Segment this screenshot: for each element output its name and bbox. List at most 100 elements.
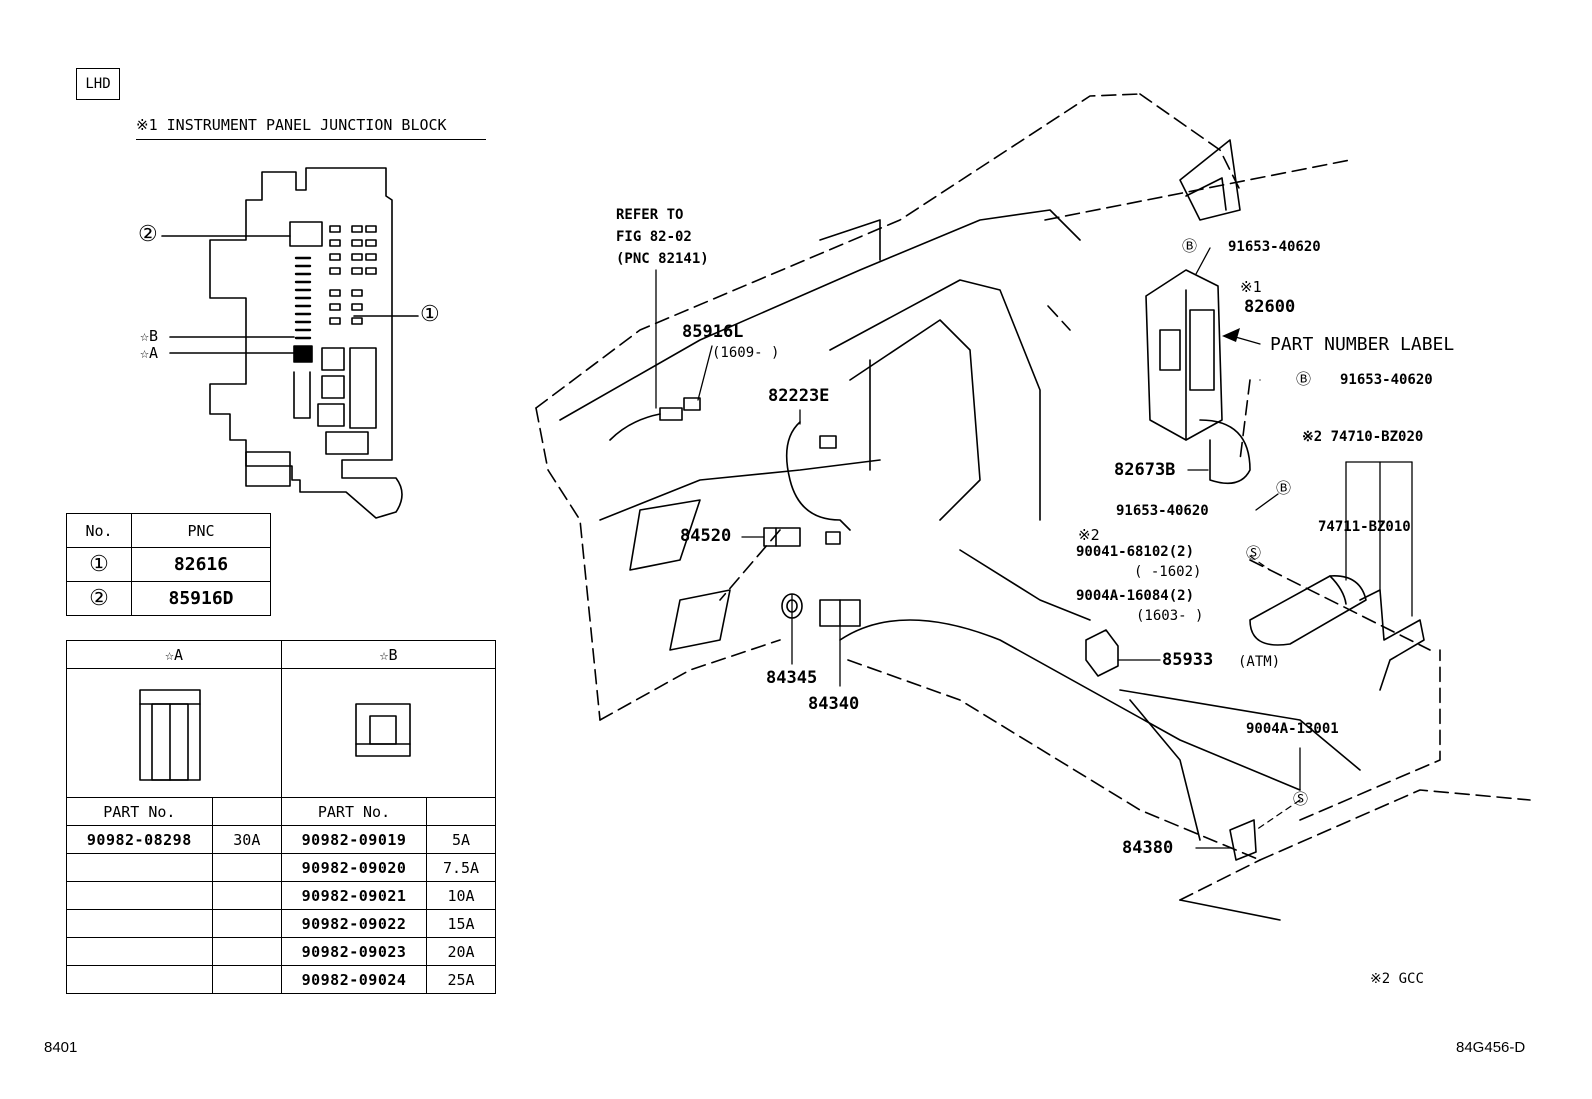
fuse-b-part: 90982-09024	[281, 965, 427, 994]
empty-cell	[66, 965, 213, 994]
socket-84340	[819, 599, 861, 627]
table-row: 90982-09021 10A	[66, 881, 496, 910]
pnc-header-no: No.	[66, 513, 132, 548]
label-91653-2: 91653-40620	[1340, 372, 1433, 388]
fuse-b-part: 90982-09019	[281, 825, 427, 854]
empty-cell	[211, 965, 283, 994]
table-row: ① 82616	[66, 547, 271, 582]
fuse-b-amp: 25A	[426, 965, 496, 994]
label-gcc-note: ※2 GCC	[1370, 971, 1424, 987]
label-84345: 84345	[766, 668, 818, 688]
socket-84520	[763, 527, 801, 547]
label-82600: 82600	[1244, 297, 1296, 317]
label-90041-note: ( -1602)	[1134, 564, 1202, 580]
lhd-badge: LHD	[76, 68, 120, 100]
label-part-number-label: PART NUMBER LABEL	[1270, 334, 1455, 355]
title-underline	[136, 139, 486, 140]
fuse-b-part: 90982-09021	[281, 881, 427, 910]
label-91653-1: 91653-40620	[1228, 239, 1321, 255]
label-s-90041: Ⓢ	[1246, 544, 1262, 562]
fuse-table: ☆A ☆B PART No. PART No. 90982-08298 30A …	[66, 640, 496, 994]
empty-cell	[211, 937, 283, 966]
pnc-table: No. PNC ① 82616 ② 85916D	[66, 513, 271, 616]
label-91653-3: 91653-40620	[1116, 503, 1209, 519]
fuse-a-amp: 30A	[211, 825, 283, 854]
table-row: 90982-09020 7.5A	[66, 853, 496, 882]
footer-left: 8401	[44, 1039, 78, 1056]
dashed-leaders	[1249, 555, 1301, 831]
bracket-74710	[1359, 589, 1425, 691]
switch-85933	[1085, 629, 1119, 677]
label-refer-to: REFER TO	[616, 207, 684, 223]
leader-lines	[655, 247, 1413, 849]
label-74711: 74711-BZ010	[1318, 519, 1411, 535]
pnc-row-value: 85916D	[131, 581, 271, 616]
fuse-b-amp: 7.5A	[426, 853, 496, 882]
table-row: 90982-09022 15A	[66, 909, 496, 938]
clip-84380	[1229, 819, 1257, 861]
fuse-b-part: 90982-09022	[281, 909, 427, 938]
fuse-b-part: 90982-09023	[281, 937, 427, 966]
fuse-a-image-cell	[66, 668, 282, 798]
label-85933: 85933	[1162, 650, 1214, 670]
empty-cell	[66, 881, 213, 910]
label-82673B: 82673B	[1114, 460, 1176, 480]
label-85916L-note: (1609- )	[712, 345, 780, 361]
empty-cell	[66, 853, 213, 882]
callout-1: ①	[420, 302, 440, 327]
fuse-b-amp: 20A	[426, 937, 496, 966]
amp-header-b	[426, 797, 496, 826]
part-no-header-b: PART No.	[281, 797, 427, 826]
label-s-13001: Ⓢ	[1293, 790, 1309, 808]
dashboard-drawing	[535, 93, 1531, 901]
pnc-row-no: ②	[66, 581, 132, 616]
label-mark2-a: ※2	[1078, 526, 1100, 544]
callout-2: ②	[138, 222, 158, 247]
cigarette-lighter-74711	[1249, 575, 1367, 646]
fuse-b-part: 90982-09020	[281, 853, 427, 882]
label-9004A-16084-note: (1603- )	[1136, 608, 1204, 624]
empty-cell	[211, 881, 283, 910]
label-b-top: Ⓑ	[1182, 237, 1198, 255]
label-9004A-13001: 9004A-13001	[1246, 721, 1339, 737]
fuse-header-b: ☆B	[281, 640, 496, 669]
junction-module-drawing	[1145, 269, 1251, 485]
label-84520: 84520	[680, 526, 732, 546]
pnc-row-no: ①	[66, 547, 132, 582]
footer-right: 84G456-D	[1456, 1039, 1526, 1056]
label-b-mid: Ⓑ	[1296, 370, 1312, 388]
amp-header-a	[211, 797, 283, 826]
empty-cell	[66, 937, 213, 966]
junction-block-drawing	[161, 167, 419, 519]
callout-star-a: ☆A	[140, 344, 159, 362]
fuse-b-amp: 15A	[426, 909, 496, 938]
label-84340: 84340	[808, 694, 860, 714]
label-90041: 90041-68102(2)	[1076, 544, 1195, 560]
part-no-header-a: PART No.	[66, 797, 213, 826]
dashboard-solid-lines	[559, 139, 1361, 921]
label-74710: ※2 74710-BZ020	[1302, 429, 1424, 445]
arrow-icon	[1222, 328, 1240, 342]
table-row: ② 85916D	[66, 581, 271, 616]
label-82223E: 82223E	[768, 386, 830, 406]
fuse-b-amp: 5A	[426, 825, 496, 854]
connector-85916L	[609, 397, 701, 441]
empty-cell	[211, 853, 283, 882]
empty-cell	[66, 909, 213, 938]
junction-block-title: ※1 INSTRUMENT PANEL JUNCTION BLOCK	[136, 116, 447, 134]
label-atm: (ATM)	[1238, 654, 1281, 670]
label-pnc-ref: (PNC 82141)	[616, 251, 709, 267]
table-row: 90982-09024 25A	[66, 965, 496, 994]
fuse-b-image-cell	[281, 668, 496, 798]
fuse-a-part: 90982-08298	[66, 825, 213, 854]
empty-cell	[211, 909, 283, 938]
fuse-b-amp: 10A	[426, 881, 496, 910]
label-84380: 84380	[1122, 838, 1174, 858]
label-mark1: ※1	[1240, 278, 1262, 296]
fuse-header-a: ☆A	[66, 640, 282, 669]
callout-star-b: ☆B	[140, 327, 159, 345]
label-9004A-16084: 9004A-16084(2)	[1076, 588, 1195, 604]
harness-82223E	[785, 421, 851, 545]
table-row: 90982-09023 20A	[66, 937, 496, 966]
